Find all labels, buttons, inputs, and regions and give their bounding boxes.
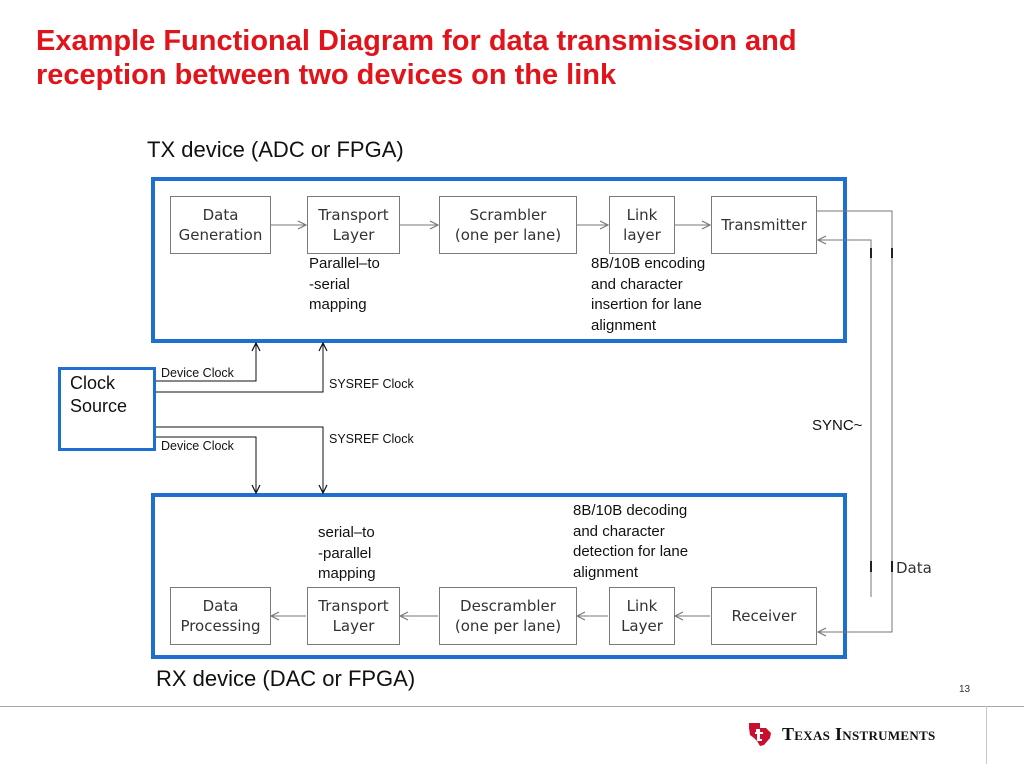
block-label: Processing [180,617,261,635]
tx-link-layer-block: Link layer [609,196,675,254]
block-label: Layer [332,617,375,635]
ti-state-icon [749,723,771,746]
receiver-block: Receiver [711,587,817,645]
ti-logo: Texas Instruments [746,720,936,748]
transmitter-block: Transmitter [711,196,817,254]
footer-right-edge [986,706,987,764]
note-line: -serial [309,275,350,293]
note-line: and character [573,522,665,540]
block-label: Data [202,206,239,224]
tx-transport-layer-block: Transport Layer [307,196,400,254]
block-label: (one per lane) [454,226,562,244]
sync-label: SYNC~ [812,417,863,434]
sysref-bottom-wire [156,426,323,493]
sysref-top-label: SYSREF Clock [329,377,414,391]
rx-transport-note: serial–to -parallel mapping [318,523,376,585]
tx-device-frame [151,177,847,343]
data-processing-block: Data Processing [170,587,271,645]
block-label: Scrambler [469,206,547,224]
title-line-2: reception between two devices on the lin… [36,59,617,91]
data-link [816,210,893,632]
note-line: alignment [591,316,657,334]
tx-transport-note: Parallel–to -serial mapping [309,254,380,316]
note-line: alignment [573,563,639,581]
block-label: Layer [621,617,663,635]
rx-link-layer-block: Link Layer [609,587,675,645]
slide-footer [0,706,1024,768]
device-clock-top-wire [156,343,256,382]
ti-company-name: Texas Instruments [782,723,936,744]
note-line: detection for lane [573,543,689,560]
scrambler-block: Scrambler (one per lane) [439,196,577,254]
rx-device-label: RX device (DAC or FPGA) [156,666,416,691]
rx-device-frame [151,493,847,659]
data-generation-block: Data Generation [170,196,271,254]
block-label: Link [626,206,658,224]
note-line: -parallel [318,544,372,562]
block-label: Transmitter [721,216,807,234]
descrambler-block: Descrambler (one per lane) [439,587,577,645]
ti-wordmark: Texas Instruments [782,724,936,745]
tx-link-note: 8B/10B encoding and character insertion … [591,254,705,336]
block-label: (one per lane) [454,617,562,635]
note-line: and character [591,275,683,293]
device-clock-bottom-label: Device Clock [161,439,234,453]
clock-source-line1: Clock [70,373,116,393]
rx-link-note: 8B/10B decoding and character detection … [573,501,688,583]
device-clock-bottom-wire [156,436,256,493]
note-line: 8B/10B decoding [573,502,688,519]
block-label: Layer [332,226,375,244]
sysref-bottom-label: SYSREF Clock [329,432,414,446]
block-label: Receiver [731,607,797,625]
sync-link [818,240,872,597]
block-label: Data [202,597,239,615]
clock-distribution [156,343,323,493]
slide-title: Example Functional Diagram for data tran… [36,24,996,92]
block-label: Transport [318,597,389,615]
block-label: Transport [318,206,389,224]
sysref-top-wire [156,343,323,393]
footer-divider [0,706,1024,707]
note-line: serial–to [318,524,375,541]
rx-transport-layer-block: Transport Layer [307,587,400,645]
clock-source-box: Clock Source [58,367,156,451]
data-label: Data [896,559,932,577]
page-number: 13 [959,684,971,695]
note-line: mapping [309,296,367,313]
device-clock-top-label: Device Clock [161,366,234,380]
block-label: Generation [178,226,263,244]
tx-device-label: TX device (ADC or FPGA) [147,137,404,162]
sync-and-data-links [816,210,893,632]
note-line: Parallel–to [309,255,380,272]
block-label: Descrambler [460,597,556,615]
block-label: layer [623,226,661,244]
note-line: insertion for lane [591,296,702,313]
note-line: 8B/10B encoding [591,255,706,272]
title-line-1: Example Functional Diagram for data tran… [36,25,797,57]
note-line: mapping [318,565,376,582]
clock-source-line2: Source [70,396,128,416]
block-label: Link [626,597,658,615]
